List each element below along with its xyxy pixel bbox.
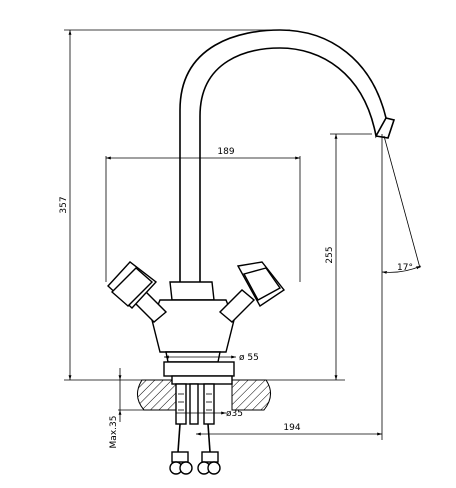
supply-hoses: [169, 423, 221, 475]
spout-reach-dimension: 194: [196, 423, 382, 436]
handle-span-label: 189: [217, 147, 234, 157]
shank-diameter-label: ø35: [226, 409, 243, 419]
faucet-body: [151, 29, 396, 385]
spout-reach-label: 194: [283, 423, 300, 433]
left-hose-nut: [169, 451, 193, 475]
handle-span-dimension: 189: [105, 147, 301, 282]
base-diameter-dimension: ø 55: [164, 353, 259, 363]
right-handle: [218, 261, 286, 323]
spout-height-label: 255: [325, 246, 335, 263]
max-thickness-label: Max.35: [109, 416, 119, 449]
spout-angle-label: 17°: [397, 263, 413, 273]
right-hose-nut: [197, 451, 221, 475]
spout-angle-dimension: 17°: [381, 134, 422, 440]
spout-height-dimension: 255: [236, 133, 372, 381]
max-thickness-dimension: Max.35: [109, 368, 150, 448]
supply-shanks: ø35: [175, 383, 243, 425]
left-handle: [107, 261, 168, 323]
countertop-section: [137, 379, 271, 411]
base-diameter-label: ø 55: [239, 353, 259, 363]
overall-height-label: 357: [59, 196, 69, 213]
